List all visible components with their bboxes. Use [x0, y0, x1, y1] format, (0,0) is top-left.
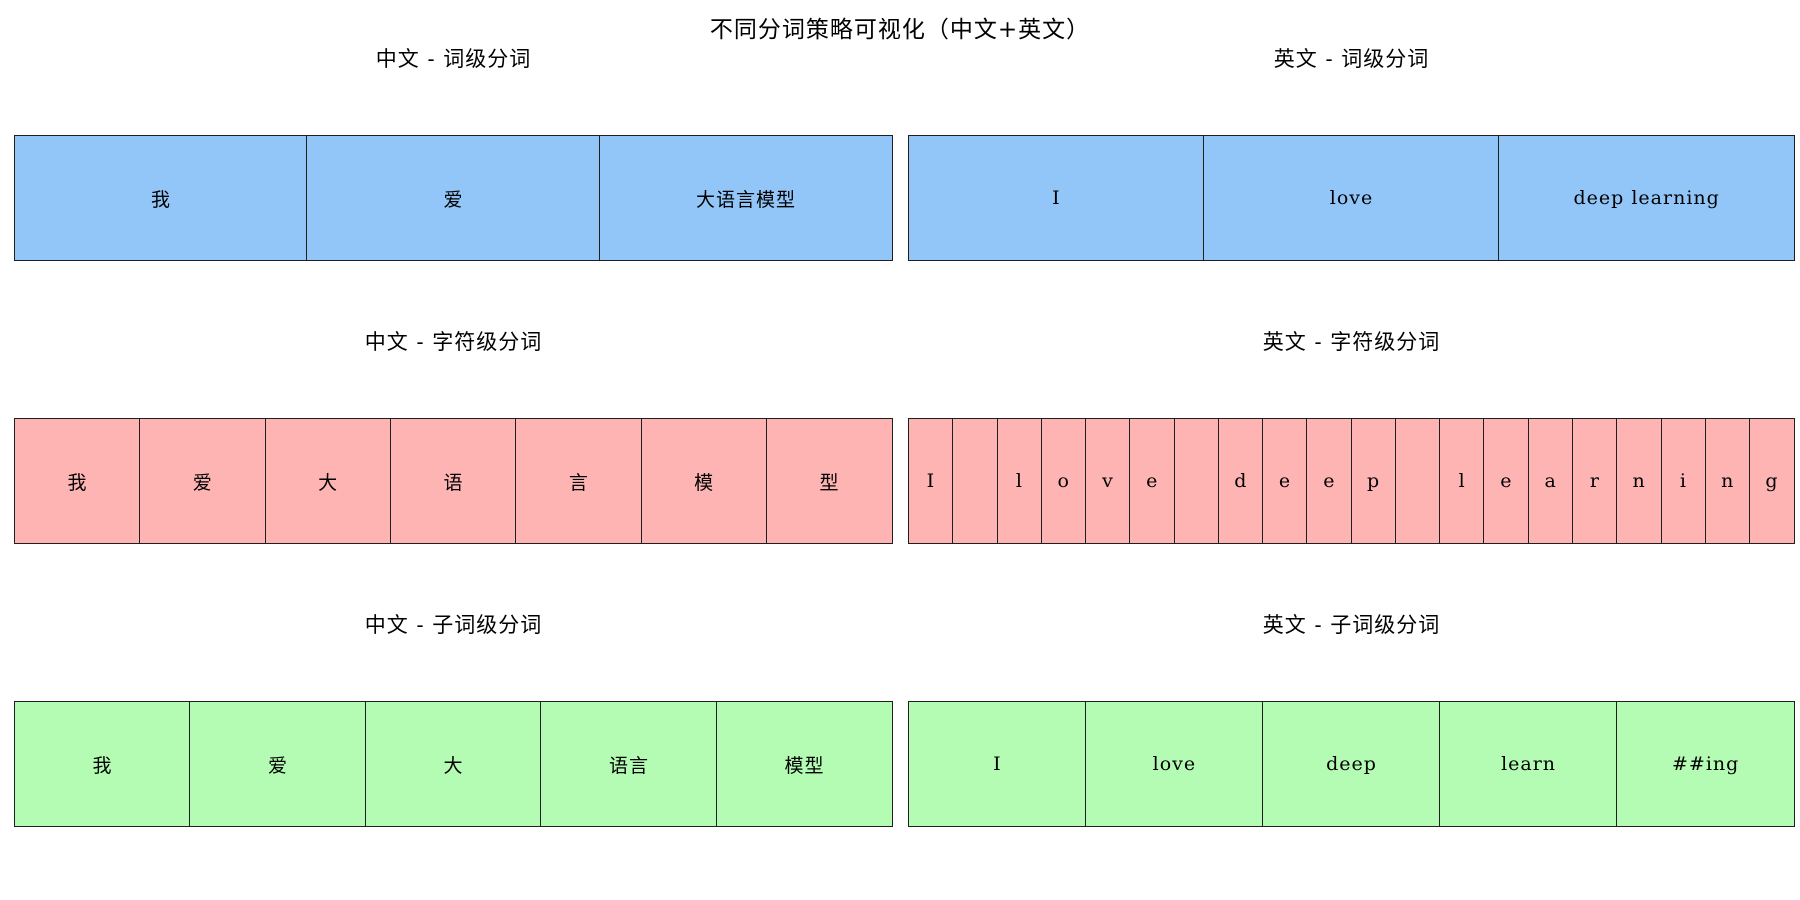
token-box: 我: [14, 135, 309, 261]
token-box: l: [996, 418, 1043, 544]
panel-title-en-char: 英文 - 字符级分词: [1262, 330, 1441, 354]
token-box: I: [908, 701, 1087, 827]
token-box: n: [1616, 418, 1663, 544]
token-box: o: [1040, 418, 1087, 544]
token-box: p: [1350, 418, 1397, 544]
token-box: 模: [640, 418, 768, 544]
token-box: 言: [515, 418, 643, 544]
token-box: g: [1749, 418, 1795, 544]
token-box: 爱: [189, 701, 367, 827]
token-box: ##ing: [1616, 701, 1795, 827]
panel-title-en-word: 英文 - 词级分词: [1273, 47, 1430, 71]
token-box: r: [1571, 418, 1618, 544]
token-row-zh-char: 我爱大语言模型: [14, 418, 893, 544]
token-box: n: [1704, 418, 1751, 544]
token-box: d: [1217, 418, 1264, 544]
panel-title-zh-word: 中文 - 词级分词: [375, 47, 532, 71]
token-box: a: [1527, 418, 1574, 544]
panel-title-zh-subword: 中文 - 子词级分词: [364, 613, 543, 637]
token-row-zh-word: 我爱大语言模型: [14, 135, 893, 261]
token-box: [952, 418, 999, 544]
token-box: 语: [390, 418, 517, 544]
token-box: 语言: [540, 701, 718, 827]
token-box: 型: [766, 418, 893, 544]
token-box: [1173, 418, 1220, 544]
token-box: 大: [364, 701, 543, 827]
token-box: deep learning: [1498, 135, 1796, 261]
token-box: 我: [14, 418, 141, 544]
token-box: l: [1439, 418, 1486, 544]
figure-title: 不同分词策略可视化（中文+英文）: [709, 17, 1091, 43]
token-box: [1394, 418, 1441, 544]
token-box: e: [1129, 418, 1176, 544]
token-box: deep: [1262, 701, 1441, 827]
panel-title-en-subword: 英文 - 子词级分词: [1262, 613, 1441, 637]
token-box: i: [1660, 418, 1707, 544]
token-box: 大语言模型: [598, 135, 893, 261]
token-box: I: [908, 135, 1205, 261]
panel-title-zh-char: 中文 - 字符级分词: [364, 330, 543, 354]
token-box: I: [908, 418, 954, 544]
token-box: 大: [264, 418, 392, 544]
token-box: e: [1262, 418, 1308, 544]
token-box: love: [1085, 701, 1264, 827]
token-box: v: [1085, 418, 1131, 544]
token-box: learn: [1439, 701, 1618, 827]
token-box: love: [1203, 135, 1500, 261]
token-box: e: [1483, 418, 1530, 544]
token-box: 爱: [306, 135, 601, 261]
token-box: e: [1306, 418, 1353, 544]
token-box: 爱: [139, 418, 267, 544]
token-box: 我: [14, 701, 192, 827]
token-row-zh-subword: 我爱大语言模型: [14, 701, 894, 827]
token-box: 模型: [715, 701, 894, 827]
